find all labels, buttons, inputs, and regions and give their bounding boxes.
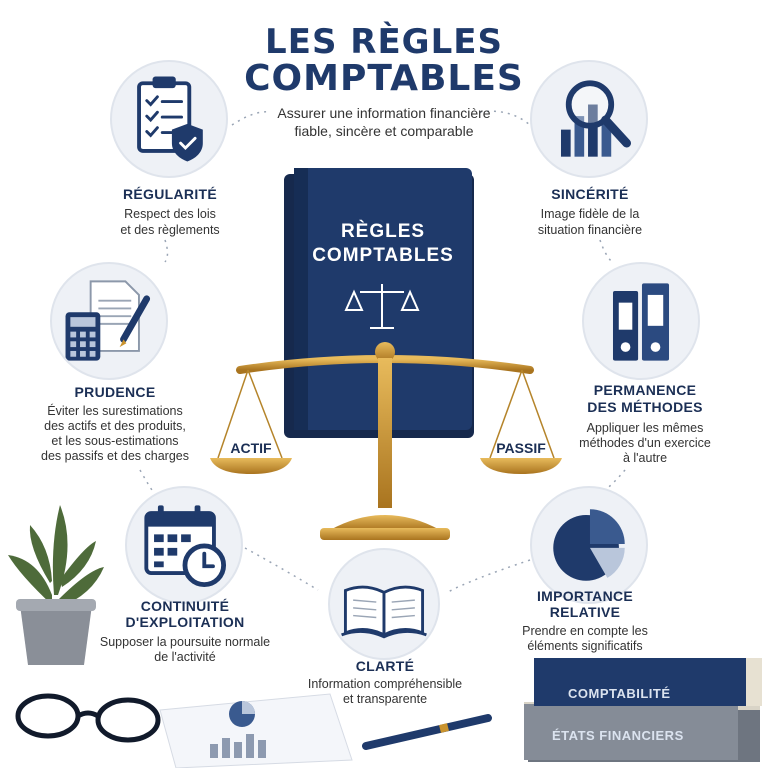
plant-decoration	[8, 505, 104, 665]
stack-bottom-label: ÉTATS FINANCIERS	[552, 728, 684, 743]
binders-icon	[612, 283, 670, 361]
continuite-desc2: de l'activité	[154, 650, 216, 664]
importance-title2: RELATIVE	[549, 604, 621, 620]
continuite-icon-circle	[125, 486, 243, 604]
glasses-documents-decoration	[15, 693, 492, 768]
stack-top-label: COMPTABILITÉ	[568, 686, 671, 701]
clarte-title: CLARTÉ	[355, 658, 415, 674]
book-stack: COMPTABILITÉ ÉTATS FINANCIERS	[520, 652, 768, 768]
subtitle-line1: Assurer une information financière	[277, 105, 491, 121]
clarte-desc1: Information compréhensible	[307, 677, 463, 691]
continuite-desc1: Supposer la poursuite normale	[99, 635, 271, 649]
permanence-desc2: méthodes d'un exercice	[579, 436, 711, 450]
sincerite-desc2: situation financière	[537, 223, 643, 237]
importance-icon-circle	[530, 486, 648, 604]
sincerite-title: SINCÉRITÉ	[551, 186, 629, 202]
page-title-line2: COMPTABLES	[244, 58, 524, 99]
continuite-title1: CONTINUITÉ	[140, 598, 230, 614]
book-title-line2: COMPTABLES	[312, 245, 454, 266]
scale-left-label: ACTIF	[230, 440, 272, 456]
prudence-icon-circle	[50, 262, 168, 380]
prudence-desc1: Éviter les surestimations	[47, 404, 183, 418]
permanence-title1: PERMANENCE	[593, 382, 697, 398]
clarte-desc2: et transparente	[342, 692, 428, 706]
permanence-icon-circle	[582, 262, 700, 380]
importance-desc1: Prendre en compte les	[522, 624, 648, 638]
clarte-icon-circle	[328, 548, 440, 660]
balance-scale	[210, 342, 562, 540]
open-book-icon	[341, 585, 427, 639]
regularite-desc2: et des règlements	[120, 223, 220, 237]
sincerite-icon-circle	[530, 60, 648, 178]
importance-desc2: éléments significatifs	[527, 639, 643, 653]
continuite-title2: D'EXPLOITATION	[125, 614, 245, 630]
regularite-title: RÉGULARITÉ	[123, 186, 217, 202]
scale-right-label: PASSIF	[496, 440, 546, 456]
central-book: RÈGLES COMPTABLES	[284, 168, 474, 438]
regularite-icon-circle	[110, 60, 228, 178]
regularite-desc1: Respect des lois	[124, 207, 216, 221]
permanence-title2: DES MÉTHODES	[587, 399, 703, 415]
prudence-desc3: et les sous-estimations	[51, 434, 179, 448]
permanence-desc1: Appliquer les mêmes	[586, 421, 704, 435]
prudence-desc2: des actifs et des produits,	[44, 419, 186, 433]
book-title-line1: RÈGLES	[340, 221, 426, 242]
prudence-desc4: des passifs et des charges	[41, 449, 189, 463]
calculator-document-icon	[65, 280, 151, 361]
importance-title1: IMPORTANCE	[536, 588, 634, 604]
permanence-desc3: à l'autre	[622, 451, 668, 465]
subtitle-line2: fiable, sincère et comparable	[294, 123, 474, 139]
prudence-title: PRUDENCE	[74, 384, 156, 400]
sincerite-desc1: Image fidèle de la	[540, 207, 640, 221]
page-title-line1: LES RÈGLES	[265, 22, 503, 62]
calendar-clock-icon	[144, 505, 227, 588]
pie-chart-icon	[553, 509, 625, 581]
clipboard-check-icon	[137, 76, 203, 162]
magnifier-chart-icon	[560, 80, 632, 157]
